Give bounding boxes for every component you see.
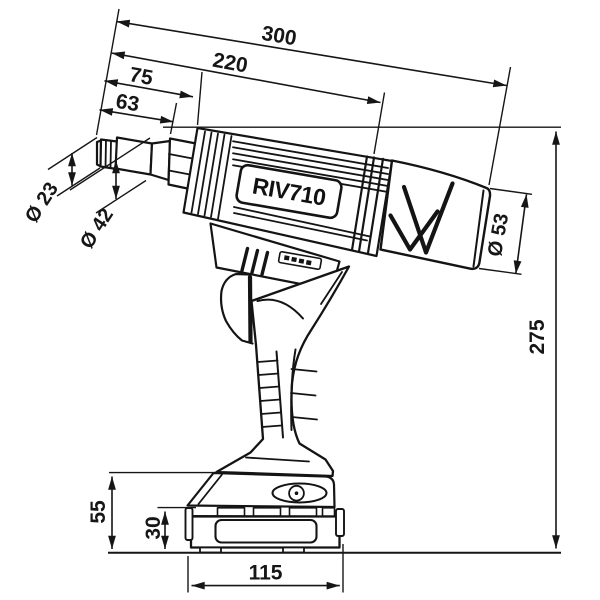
extension-line-grip-top [489,187,533,195]
tool-illustration: RIV710 [95,126,492,554]
grip-groove-upper [401,181,455,255]
battery-rib-tab [216,506,246,517]
extension-line-63 [169,102,178,135]
handle-saddle-line [256,298,304,320]
dim-length-to-grip-label: 220 [211,49,250,78]
dimension-line-75 [104,79,194,99]
battery-release-button [271,482,328,504]
battery-foot [199,546,222,554]
battery-release-ring [288,484,305,502]
rear-grip-cap-line [472,189,485,268]
trigger [219,272,254,345]
grip-ribs-front [257,359,283,428]
rear-collar-lines [350,155,385,255]
grip-rib-divider-rear [290,348,297,431]
battery-release-dot [294,491,299,496]
model-plate-text: RIV710 [250,172,327,210]
model-plate: RIV710 [235,163,343,220]
dim-overall-height-label: 275 [526,319,549,354]
handle-rear-inner-line [320,271,343,305]
battery-rib-tab [321,506,336,517]
dim-nose-length-label: 63 [114,90,141,116]
dim-grip-diameter-label: Ø 53 [484,212,513,259]
vent-slits [240,246,270,277]
dimension-line-dia53 [513,194,529,275]
grip-ribs-rear [290,368,318,421]
battery-rib-tab [252,506,282,517]
dim-overall-length-label: 300 [260,22,298,50]
extension-line-300 [488,66,512,186]
dim-battery-width-label: 115 [249,562,283,585]
battery-latch-right [335,508,345,537]
trigger-pivot-bar [247,274,253,344]
battery-label-area [214,518,318,544]
grip-rib-divider-front [275,350,284,439]
extension-line-220 [373,92,386,155]
dim-front-housing-diameter-label: Ø 42 [76,205,118,253]
dim-battery-body-height-label: 30 [142,516,165,539]
battery-latch-left [184,507,194,541]
battery-foot [282,546,305,554]
serial-badge [277,250,323,271]
grip-groove-lower [388,209,440,252]
battery-rib-tab [288,506,318,517]
dimension-line-300 [116,19,507,88]
leader-dia42 [69,137,151,214]
extension-line-75 [196,71,203,126]
handle-foot-crease [245,456,310,463]
nose-cone [149,139,172,182]
nose-tube [114,136,154,176]
battery-adapter-wedge-line [197,473,223,505]
extension-line-nose [95,8,120,136]
gearcase-band-lines [190,130,233,220]
dim-front-length-label: 75 [128,63,155,90]
dimension-line-220 [111,51,381,104]
dim-nose-diameter-label: Ø 23 [21,179,63,227]
dim-battery-height-label: 55 [87,500,110,524]
dimension-line-63 [99,108,174,124]
